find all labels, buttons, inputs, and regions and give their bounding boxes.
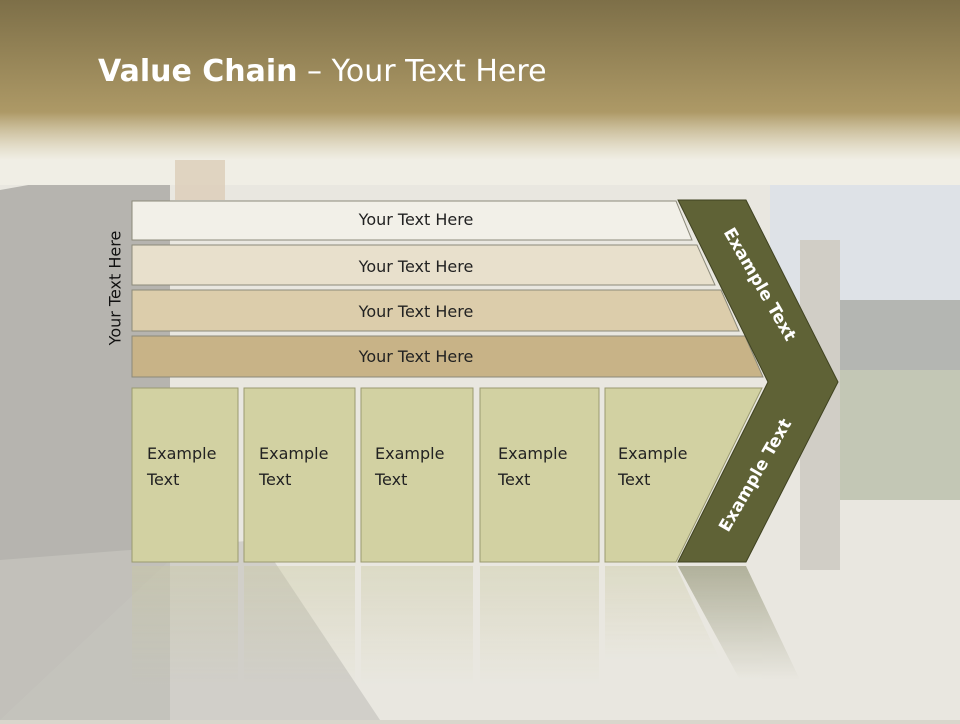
activity-box-2-line1: Example bbox=[259, 444, 328, 463]
side-label: Your Text Here bbox=[105, 230, 125, 346]
activity-box-3-line2: Text bbox=[374, 470, 407, 489]
activity-box-4-line1: Example bbox=[498, 444, 567, 463]
row-banner-2: Your Text Here bbox=[131, 244, 716, 286]
row-banner-1: Your Text Here bbox=[131, 200, 693, 241]
activity-box-2: Example Text bbox=[243, 387, 356, 563]
activity-box-1-line2: Text bbox=[146, 470, 179, 489]
activity-box-4: Example Text bbox=[479, 387, 600, 563]
activity-box-3-line1: Example bbox=[375, 444, 444, 463]
activity-box-5: Example Text bbox=[604, 387, 763, 563]
slide-title-rest: – Your Text Here bbox=[297, 54, 547, 89]
row-banner-3: Your Text Here bbox=[131, 289, 740, 332]
row-banner-4-label: Your Text Here bbox=[358, 347, 474, 366]
activity-box-5-line2: Text bbox=[617, 470, 650, 489]
reflection bbox=[132, 566, 800, 686]
activity-box-2-line2: Text bbox=[258, 470, 291, 489]
row-banner-4: Your Text Here bbox=[131, 335, 764, 378]
activity-box-1-line1: Example bbox=[147, 444, 216, 463]
row-banner-3-label: Your Text Here bbox=[358, 302, 474, 321]
slide-title-bold: Value Chain bbox=[98, 54, 298, 89]
activity-box-1: Example Text bbox=[131, 387, 239, 563]
row-banner-1-label: Your Text Here bbox=[358, 210, 474, 229]
activity-box-3: Example Text bbox=[360, 387, 474, 563]
row-banner-2-label: Your Text Here bbox=[358, 257, 474, 276]
activity-box-4-line2: Text bbox=[497, 470, 530, 489]
slide-title: Value Chain – Your Text Here bbox=[98, 54, 547, 89]
header-band bbox=[0, 0, 960, 160]
activity-box-5-line1: Example bbox=[618, 444, 687, 463]
